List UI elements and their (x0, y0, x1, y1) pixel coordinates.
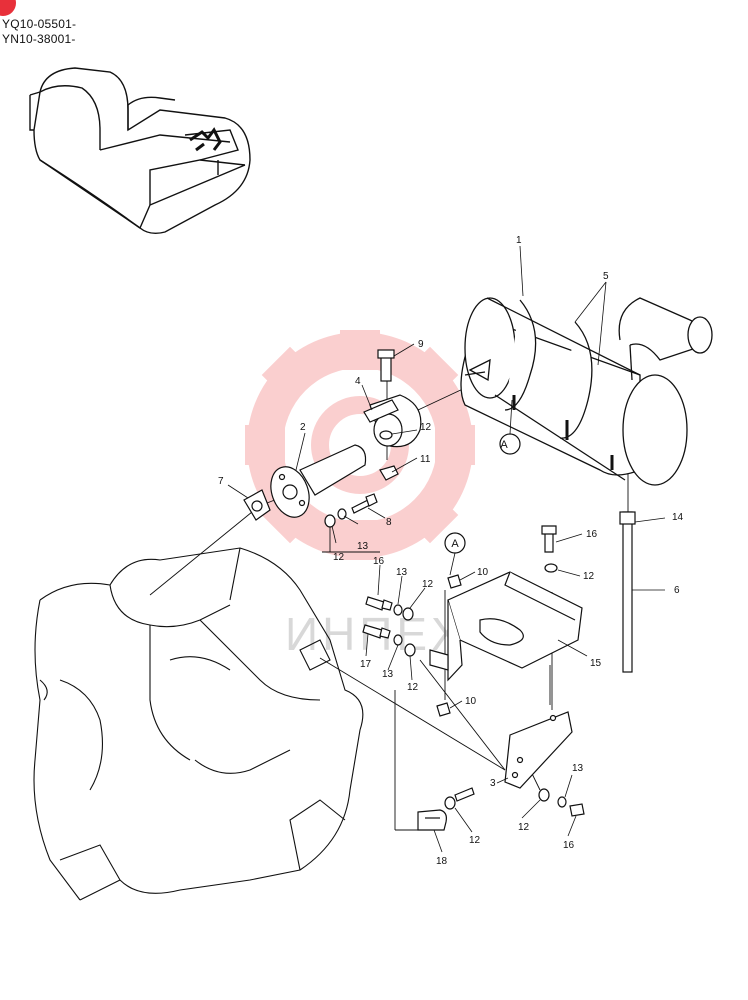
hardware (324, 430, 585, 817)
callout-3: 3 (490, 778, 496, 789)
callout-numbers: 1 5 9 4 2 7 12 11 8 13 12 A A 16 12 14 6… (218, 235, 684, 867)
callout-8: 8 (386, 517, 392, 528)
exhaust-pipe (270, 444, 367, 518)
serial-range-2: YN10-38001- (2, 32, 76, 46)
callout-12e: 12 (407, 682, 419, 693)
callout-13d: 13 (572, 763, 584, 774)
callout-16c: 16 (563, 840, 575, 851)
serial-range-1: YQ10-05501- (2, 17, 77, 31)
callout-11: 11 (420, 454, 431, 465)
callout-17: 17 (360, 659, 372, 670)
reference-markers (444, 399, 521, 576)
callout-10a: 10 (477, 567, 489, 578)
watermark-gear-icon (245, 330, 475, 560)
corner-badge: 0 (0, 0, 16, 16)
callout-15: 15 (590, 658, 602, 669)
callout-9: 9 (418, 339, 424, 350)
callout-12c: 12 (583, 571, 595, 582)
callout-13b: 13 (396, 567, 408, 578)
muffler-bracket (429, 571, 583, 682)
pipe-clamp (417, 809, 447, 831)
callout-10b: 10 (465, 696, 477, 707)
callout-2: 2 (300, 422, 306, 433)
callout-14: 14 (672, 512, 684, 523)
callout-1: 1 (516, 235, 522, 246)
callout-leaders (227, 245, 666, 853)
engine-block-outline (33, 547, 364, 901)
callout-5: 5 (603, 271, 609, 282)
callout-12g: 12 (469, 835, 481, 846)
callout-13a: 13 (357, 541, 369, 552)
stay-bracket (504, 711, 573, 789)
gasket (243, 489, 271, 521)
callout-12b: 12 (333, 552, 345, 563)
ref-a-label-1: A (500, 439, 508, 451)
machine-locator-icon (29, 67, 251, 235)
callout-7: 7 (218, 476, 224, 487)
clamp (363, 349, 422, 448)
callout-6: 6 (674, 585, 680, 596)
callout-18: 18 (436, 856, 448, 867)
ref-a-label-2: A (451, 538, 459, 550)
callout-16a: 16 (586, 529, 598, 540)
muffler (460, 297, 713, 486)
callout-4: 4 (355, 376, 361, 387)
tail-pipe (619, 511, 636, 673)
callout-16b: 16 (373, 556, 385, 567)
callout-12f: 12 (518, 822, 530, 833)
callout-13c: 13 (382, 669, 394, 680)
callout-12d: 12 (422, 579, 434, 590)
callout-12a: 12 (420, 422, 432, 433)
